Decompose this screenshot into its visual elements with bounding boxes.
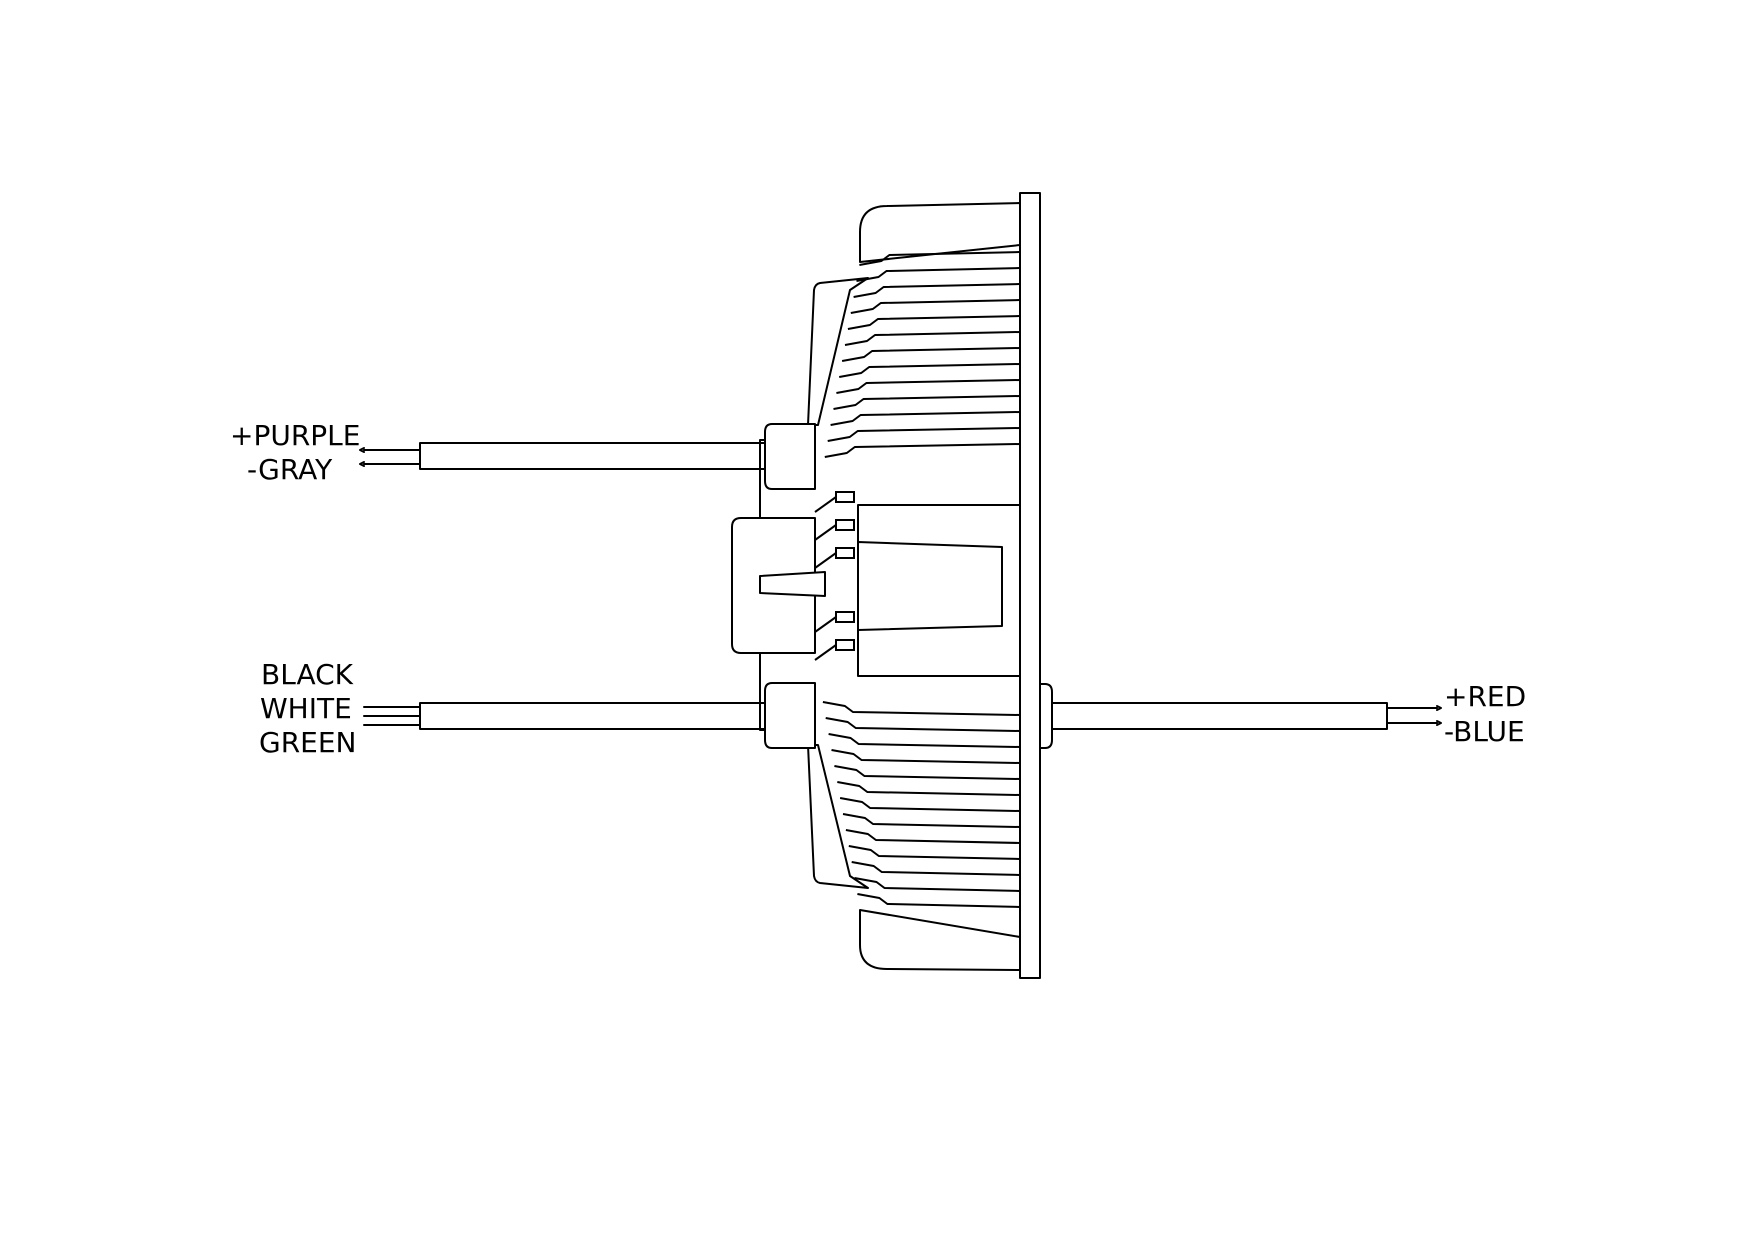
center-block-3 (835, 611, 855, 623)
blue-wire-tip (1436, 720, 1442, 726)
lower-fin-9 (848, 845, 1021, 860)
label-green: GREEN (259, 726, 357, 759)
right-cable (1051, 702, 1442, 730)
lower-left-cable-jacket (419, 702, 766, 730)
right-cable-jacket (1051, 702, 1388, 730)
center-block-0 (835, 491, 855, 503)
label-blue: -BLUE (1444, 715, 1525, 748)
center-block-link-1 (814, 524, 837, 541)
upper-fin-7 (839, 363, 1021, 378)
upper-fin-2 (853, 283, 1021, 298)
upper-left-cable (359, 442, 766, 470)
lower-fin-1 (825, 717, 1021, 732)
lower-fin-2 (828, 733, 1021, 748)
center-block-4 (835, 639, 855, 651)
upper-fin-3 (850, 299, 1021, 314)
purple-wire-tip (359, 447, 365, 453)
lower-fin-5 (837, 781, 1021, 796)
red-wire-tip (1436, 705, 1442, 711)
label-black: BLACK (261, 658, 354, 691)
lower-fin-7 (842, 813, 1021, 828)
housing-bottom-cap (859, 909, 1021, 971)
upper-fin-12 (824, 443, 1021, 458)
lower-left-cable (363, 702, 766, 730)
center-block-link-2 (814, 552, 837, 569)
center-block-link-0 (814, 496, 837, 513)
upper-fin-10 (830, 411, 1021, 426)
center-block-link-3 (814, 616, 837, 633)
lower-fin-12 (857, 893, 1021, 908)
upper-fin-8 (836, 379, 1021, 394)
lower-fin-8 (845, 829, 1021, 844)
label-white: WHITE (260, 692, 352, 725)
gray-wire-tip (359, 461, 365, 467)
upper-left-cable-jacket (419, 442, 766, 470)
lower-fin-3 (831, 749, 1021, 764)
center-trapezoid (857, 541, 1003, 631)
lower-fin-6 (839, 797, 1021, 812)
upper-left-grommet (764, 423, 816, 490)
upper-fin-6 (841, 347, 1021, 362)
label-gray: -GRAY (247, 453, 333, 486)
cooling-fins (822, 251, 1021, 908)
label-red: +RED (1444, 680, 1527, 713)
center-block-1 (835, 519, 855, 531)
center-tab (759, 571, 826, 597)
upper-fin-1 (856, 267, 1021, 282)
lower-fin-11 (854, 877, 1021, 892)
upper-fin-9 (833, 395, 1021, 410)
upper-fin-11 (827, 427, 1021, 442)
lower-fin-4 (834, 765, 1021, 780)
lower-left-grommet (764, 682, 816, 749)
upper-fin-4 (847, 315, 1021, 330)
lower-fin-10 (851, 861, 1021, 876)
lower-fin-0 (822, 701, 1021, 716)
housing-top-cap (859, 202, 1021, 263)
upper-fin-0 (859, 251, 1021, 266)
label-purple: +PURPLE (230, 419, 361, 452)
center-blocks (814, 491, 855, 661)
center-block-2 (835, 547, 855, 559)
upper-fin-5 (844, 331, 1021, 346)
mounting-plate (1019, 192, 1041, 979)
center-block-link-4 (814, 644, 837, 661)
